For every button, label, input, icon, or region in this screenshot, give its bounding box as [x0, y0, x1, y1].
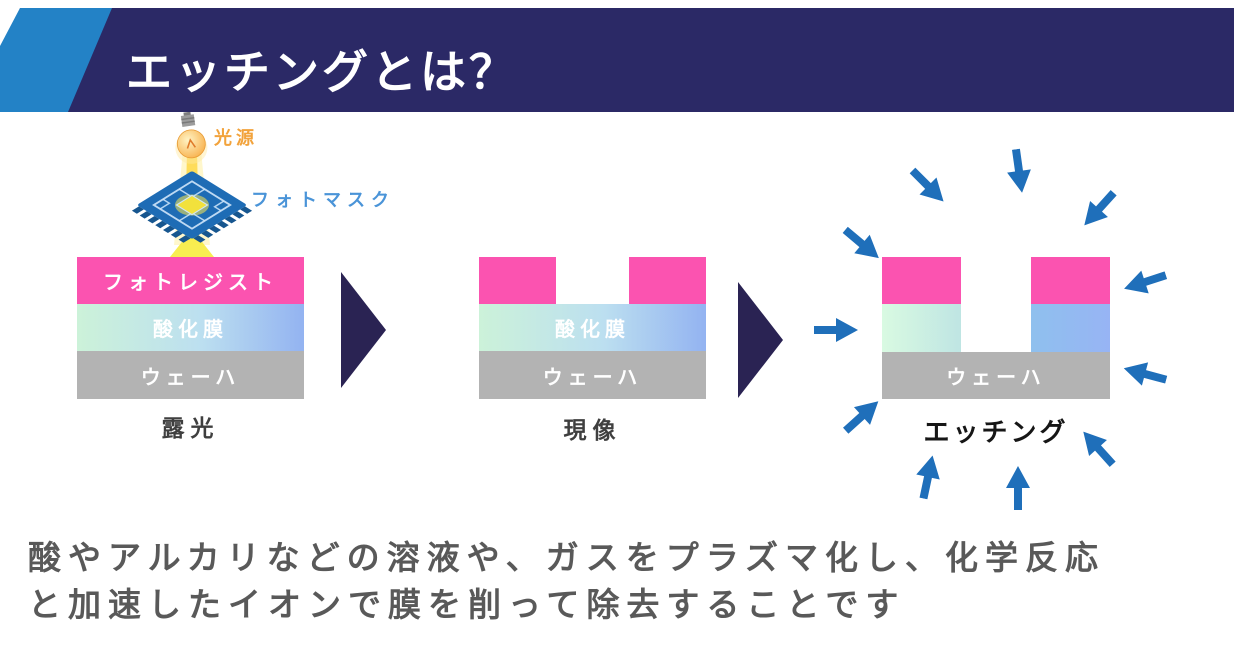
wafer-layer: ウェーハ — [479, 351, 706, 399]
description: 酸やアルカリなどの溶液や、ガスをプラズマ化し、化学反応 と加速したイオンで膜を削… — [28, 534, 1105, 628]
light-source-label: 光源 — [214, 128, 258, 148]
wafer-layer: ウェーハ — [77, 351, 304, 399]
etch-arrow-icon — [1119, 261, 1170, 303]
oxide-layer: 酸化膜 — [77, 304, 304, 351]
wafer-label: ウェーハ — [542, 366, 643, 389]
oxide-label: 酸化膜 — [153, 319, 228, 341]
etch-arrow-icon — [1073, 183, 1125, 236]
etch-arrow-icon — [1120, 354, 1170, 394]
etching-stack: ウェーハ — [882, 257, 1110, 399]
oxide-label: 酸化膜 — [555, 319, 630, 341]
light-bulb-icon — [175, 112, 208, 164]
wafer-label: ウェーハ — [946, 367, 1046, 389]
photoresist-block-right — [629, 257, 706, 304]
wafer-layer: ウェーハ — [882, 352, 1110, 399]
header-banner — [0, 8, 1234, 112]
photoresist-block-right — [1031, 257, 1110, 304]
photoresist-block-left — [479, 257, 556, 304]
description-line-1: 酸やアルカリなどの溶液や、ガスをプラズマ化し、化学反応 — [28, 539, 1106, 576]
etch-arrow-icon — [814, 315, 858, 345]
page-title: エッチングとは？ — [126, 46, 518, 98]
etch-arrow-icon — [1003, 466, 1033, 510]
photomask-label: フォトマスク — [251, 190, 395, 210]
etch-arrow-icon — [836, 390, 889, 442]
oxide-layer: 酸化膜 — [479, 304, 706, 351]
etch-arrow-icon — [1001, 147, 1037, 195]
exposure-caption: 露光 — [161, 415, 220, 441]
oxide-block-left — [882, 304, 961, 352]
etch-arrow-icon — [1072, 422, 1124, 475]
header-accent-shape — [0, 8, 112, 112]
oxide-block-right — [1031, 304, 1110, 352]
process-arrow-icon — [738, 282, 783, 398]
etching-caption: エッチング — [923, 417, 1069, 447]
photomask-icon — [132, 171, 253, 243]
etch-arrow-icon — [902, 160, 954, 212]
etch-arrow-icon — [909, 452, 947, 501]
etch-arrow-icon — [836, 218, 889, 269]
description-line-2: と加速したイオンで膜を削って除去することです — [28, 586, 906, 623]
photoresist-layer: フォトレジスト — [77, 257, 304, 304]
process-arrow-icon — [341, 272, 386, 388]
exposure-stack: フォトレジスト 酸化膜 ウェーハ — [77, 257, 304, 399]
wafer-label: ウェーハ — [140, 366, 241, 389]
development-caption: 現像 — [563, 417, 622, 443]
photoresist-label: フォトレジスト — [103, 272, 278, 294]
development-stack: 酸化膜 ウェーハ — [479, 257, 706, 399]
photoresist-block-left — [882, 257, 961, 304]
